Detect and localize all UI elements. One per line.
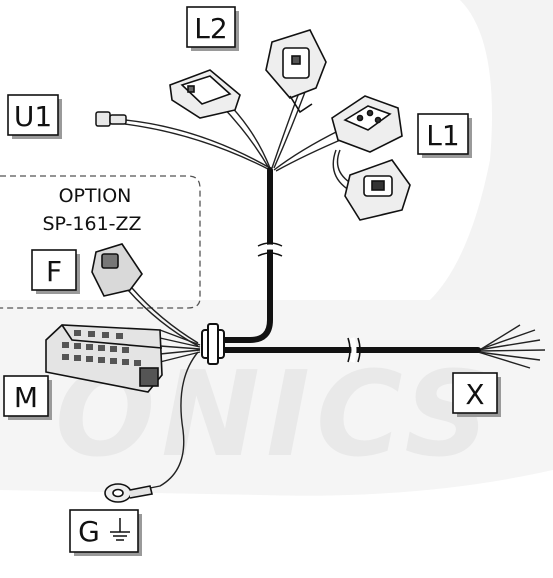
svg-text:F: F xyxy=(46,255,62,288)
break-marks xyxy=(256,242,361,363)
option-dashed-box xyxy=(0,175,201,309)
ground-symbol-icon xyxy=(110,518,130,541)
label-m: M xyxy=(3,375,52,420)
label-u1: U1 xyxy=(7,94,62,139)
cable-clamp xyxy=(201,323,225,365)
label-f: F xyxy=(31,249,80,294)
connector-f xyxy=(91,243,143,297)
connector-l2-right xyxy=(265,29,327,114)
svg-text:M: M xyxy=(14,381,38,414)
connector-u1 xyxy=(95,111,127,127)
svg-text:L1: L1 xyxy=(426,119,459,152)
label-g-ground: G xyxy=(69,509,142,556)
connector-m xyxy=(45,324,163,393)
connector-l1-bottom xyxy=(344,159,411,221)
connector-l1-top xyxy=(331,95,403,153)
label-x: X xyxy=(452,372,501,417)
label-l2: L2 xyxy=(186,6,239,51)
svg-text:X: X xyxy=(465,378,484,411)
option-title: OPTION xyxy=(59,185,132,207)
trunk-cables xyxy=(207,167,481,353)
connector-l2-left xyxy=(169,69,241,119)
thin-wires xyxy=(124,89,546,491)
label-l1: L1 xyxy=(417,113,472,158)
option-part-number: SP-161-ZZ xyxy=(42,213,141,235)
ground-ring-terminal xyxy=(104,483,153,503)
svg-text:U1: U1 xyxy=(14,100,52,133)
svg-text:G: G xyxy=(78,515,100,548)
svg-text:L2: L2 xyxy=(194,12,227,45)
